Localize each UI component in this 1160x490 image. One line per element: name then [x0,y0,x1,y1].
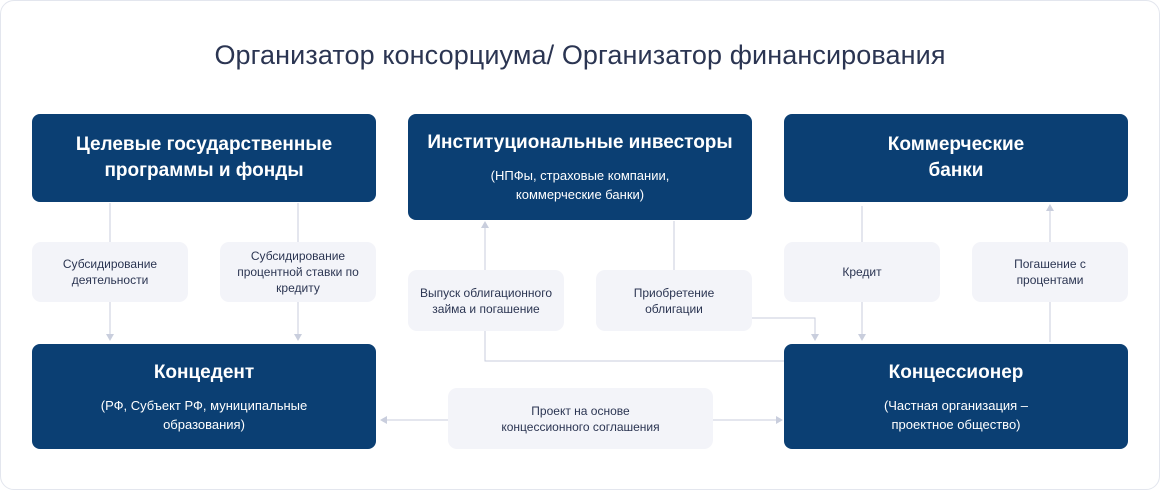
box-concessionaire: Концессионер (Частная организация – прое… [784,344,1128,449]
box-concessionaire-subtitle: (Частная организация – проектное обществ… [883,397,1029,432]
box-grantor-subtitle: (РФ, Субъект РФ, муниципальные образован… [100,397,308,432]
arrow-head-credit [858,334,866,341]
arrow-head-repayment [1046,204,1054,211]
box-institutional-investors: Институциональные инвесторы (НПФы, страх… [408,114,752,220]
label-subsidy-rate: Субсидирование процентной ставки по кред… [220,242,376,302]
label-credit: Кредит [784,242,940,302]
arrow-head-project-left [380,416,387,424]
label-subsidy-activity: Субсидирование деятельности [32,242,188,302]
box-gov-programs: Целевые государственные программы и фонд… [32,114,376,202]
arrow-head-subsidy-activity [106,334,114,341]
label-bond-purchase: Приобретение облигации [596,270,752,331]
box-institutional-investors-subtitle: (НПФы, страховые компании, коммерческие … [490,168,670,202]
label-bond-issue: Выпуск облигационного займа и погашение [408,270,564,331]
arrow-head-subsidy-rate [294,334,302,341]
box-commercial-banks: Коммерческие банки [784,114,1128,202]
label-repayment: Погашение с процентами [972,242,1128,302]
box-commercial-banks-title: Коммерческие банки [887,134,1025,181]
box-concessionaire-title: Концессионер [888,361,1024,383]
diagram-title: Организатор консорциума/ Организатор фин… [214,40,946,70]
box-grantor: Концедент (РФ, Субъект РФ, муниципальные… [32,344,376,449]
label-project: Проект на основе концессионного соглашен… [448,388,713,449]
box-grantor-title: Концедент [153,361,255,383]
box-gov-programs-title: Целевые государственные программы и фонд… [75,134,333,181]
arrow-head-bond-purchase [811,334,819,341]
box-institutional-investors-title: Институциональные инвесторы [427,132,733,153]
arrow-head-project-right [776,416,783,424]
arrow-head-bond-issue [481,221,489,228]
